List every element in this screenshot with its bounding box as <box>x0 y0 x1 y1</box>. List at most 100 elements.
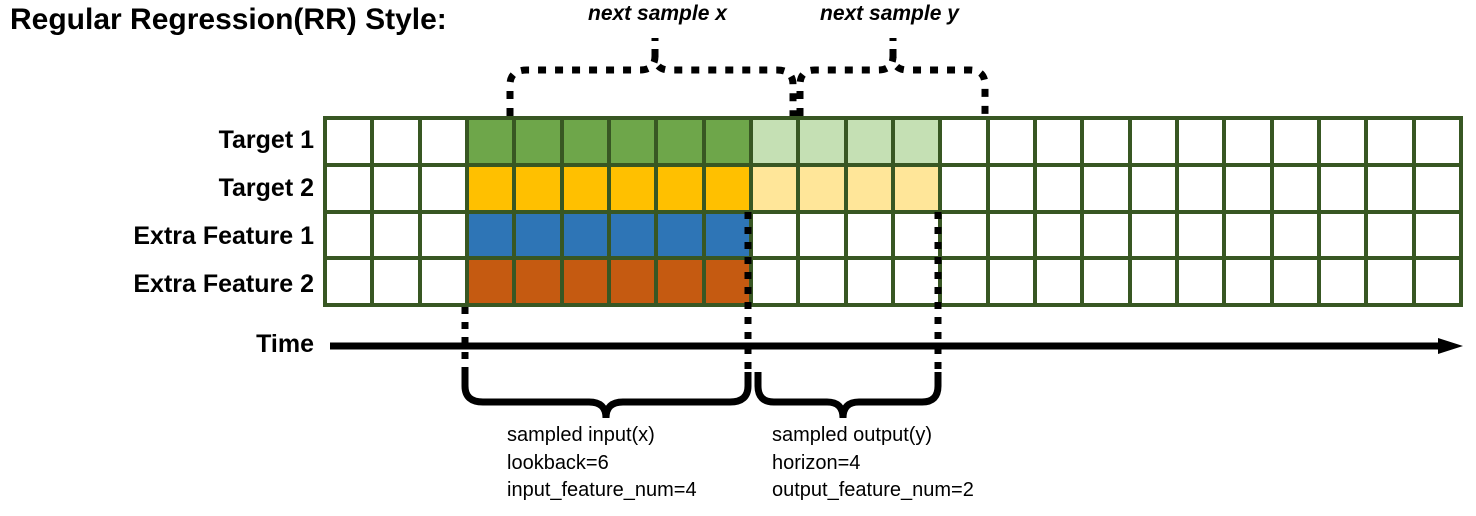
grid-cell-extra-feature-1-t7 <box>610 213 655 257</box>
grid-cell-extra-feature-1-t21 <box>1273 213 1317 257</box>
grid-cell-extra-feature-1-t1 <box>327 213 371 257</box>
sampled-input-caption: sampled input(x) lookback=6 input_featur… <box>507 422 697 505</box>
grid-cell-extra-feature-1-t12 <box>847 213 891 257</box>
time-axis-label: Time <box>256 330 314 358</box>
grid-cell-extra-feature-2-t13 <box>894 260 939 303</box>
grid-cell-extra-feature-2-t3 <box>421 260 465 303</box>
grid-cell-extra-feature-1-t24 <box>1415 213 1459 257</box>
grid-cell-target-2-t21 <box>1273 166 1317 210</box>
grid-cell-extra-feature-1-t6 <box>563 213 607 257</box>
horizon-value: horizon=4 <box>772 451 861 474</box>
grid-cell-extra-feature-2-t18 <box>1131 260 1175 303</box>
grid-cell-extra-feature-1-t23 <box>1368 213 1412 257</box>
grid-cell-extra-feature-1-t16 <box>1036 213 1081 257</box>
grid-cell-target-1-t15 <box>989 120 1033 163</box>
grid-cell-extra-feature-1-t19 <box>1178 213 1223 257</box>
grid-cell-extra-feature-1-t4 <box>468 213 513 257</box>
next-sample-x-label: next sample x <box>588 2 727 25</box>
page-title: Regular Regression(RR) Style: <box>10 3 447 36</box>
grid-cell-target-1-t23 <box>1368 120 1412 163</box>
grid-cell-extra-feature-2-t24 <box>1415 260 1459 303</box>
grid-cell-target-2-t3 <box>421 166 465 210</box>
grid-cell-target-2-t17 <box>1084 166 1128 210</box>
grid-cell-extra-feature-1-t8 <box>658 213 702 257</box>
grid-cell-target-1-t24 <box>1415 120 1459 163</box>
grid-cell-target-2-t16 <box>1036 166 1081 210</box>
grid-cell-target-2-t9 <box>705 166 749 210</box>
grid-cell-extra-feature-2-t20 <box>1226 260 1270 303</box>
grid-cell-target-2-t10 <box>752 166 797 210</box>
grid-cell-extra-feature-1-t18 <box>1131 213 1175 257</box>
grid-cell-extra-feature-1-t11 <box>800 213 844 257</box>
grid-cell-extra-feature-2-t21 <box>1273 260 1317 303</box>
grid-cell-target-1-t7 <box>610 120 655 163</box>
grid-cell-target-1-t21 <box>1273 120 1317 163</box>
grid-cell-extra-feature-1-t15 <box>989 213 1033 257</box>
grid-cell-target-2-t1 <box>327 166 371 210</box>
grid-cell-target-1-t22 <box>1320 120 1365 163</box>
grid-cell-target-2-t24 <box>1415 166 1459 210</box>
grid-cell-target-1-t11 <box>800 120 844 163</box>
grid-cell-target-2-t22 <box>1320 166 1365 210</box>
grid-cell-extra-feature-2-t16 <box>1036 260 1081 303</box>
grid-cell-extra-feature-2-t4 <box>468 260 513 303</box>
grid-cell-target-2-t15 <box>989 166 1033 210</box>
grid-cell-target-2-t8 <box>658 166 702 210</box>
grid-cell-target-1-t12 <box>847 120 891 163</box>
grid-cell-target-1-t17 <box>1084 120 1128 163</box>
grid-cell-extra-feature-2-t22 <box>1320 260 1365 303</box>
grid-cell-extra-feature-2-t8 <box>658 260 702 303</box>
grid-cell-extra-feature-2-t6 <box>563 260 607 303</box>
row-label-extra-feature-2: Extra Feature 2 <box>133 270 314 298</box>
grid-cell-extra-feature-2-t15 <box>989 260 1033 303</box>
grid-cell-target-2-t11 <box>800 166 844 210</box>
grid-cell-target-1-t5 <box>516 120 560 163</box>
grid-cell-extra-feature-1-t9 <box>705 213 749 257</box>
grid-cell-target-2-t18 <box>1131 166 1175 210</box>
next-sample-y-label: next sample y <box>820 2 959 25</box>
grid-cell-target-1-t8 <box>658 120 702 163</box>
grid-cell-extra-feature-2-t10 <box>752 260 797 303</box>
grid-cell-extra-feature-1-t20 <box>1226 213 1270 257</box>
grid-cell-target-1-t10 <box>752 120 797 163</box>
row-label-target-2: Target 2 <box>218 174 314 202</box>
grid-cell-target-1-t16 <box>1036 120 1081 163</box>
grid-cell-extra-feature-2-t14 <box>942 260 986 303</box>
grid-cell-target-1-t20 <box>1226 120 1270 163</box>
lookback-value: lookback=6 <box>507 451 609 474</box>
grid-cell-target-1-t19 <box>1178 120 1223 163</box>
grid-cell-target-1-t18 <box>1131 120 1175 163</box>
grid-cell-target-2-t4 <box>468 166 513 210</box>
row-label-extra-feature-1: Extra Feature 1 <box>133 222 314 250</box>
grid-cell-extra-feature-2-t7 <box>610 260 655 303</box>
grid-cell-target-1-t1 <box>327 120 371 163</box>
grid-cell-target-2-t12 <box>847 166 891 210</box>
grid-cell-extra-feature-1-t3 <box>421 213 465 257</box>
grid-cell-target-1-t14 <box>942 120 986 163</box>
grid-cell-target-1-t13 <box>894 120 939 163</box>
grid-cell-target-2-t5 <box>516 166 560 210</box>
grid-cell-extra-feature-1-t2 <box>374 213 418 257</box>
grid-cell-target-1-t6 <box>563 120 607 163</box>
grid-cell-target-2-t7 <box>610 166 655 210</box>
grid-cell-target-2-t13 <box>894 166 939 210</box>
grid-cell-extra-feature-2-t23 <box>1368 260 1412 303</box>
sampled-input-title: sampled input(x) <box>507 424 655 446</box>
grid-cell-target-2-t23 <box>1368 166 1412 210</box>
sampled-output-title: sampled output(y) <box>772 424 933 446</box>
grid-cell-target-2-t19 <box>1178 166 1223 210</box>
grid-cell-extra-feature-2-t19 <box>1178 260 1223 303</box>
grid-cell-target-2-t6 <box>563 166 607 210</box>
grid-cell-extra-feature-1-t13 <box>894 213 939 257</box>
grid-cell-target-1-t4 <box>468 120 513 163</box>
grid-cell-extra-feature-1-t17 <box>1084 213 1128 257</box>
time-axis-arrow <box>330 338 1463 354</box>
grid-cell-extra-feature-2-t17 <box>1084 260 1128 303</box>
grid-cell-extra-feature-1-t22 <box>1320 213 1365 257</box>
grid-cell-extra-feature-2-t1 <box>327 260 371 303</box>
output-feature-num-value: output_feature_num=2 <box>772 479 974 502</box>
grid-cell-target-2-t20 <box>1226 166 1270 210</box>
grid-cell-target-1-t3 <box>421 120 465 163</box>
grid-cell-extra-feature-1-t10 <box>752 213 797 257</box>
